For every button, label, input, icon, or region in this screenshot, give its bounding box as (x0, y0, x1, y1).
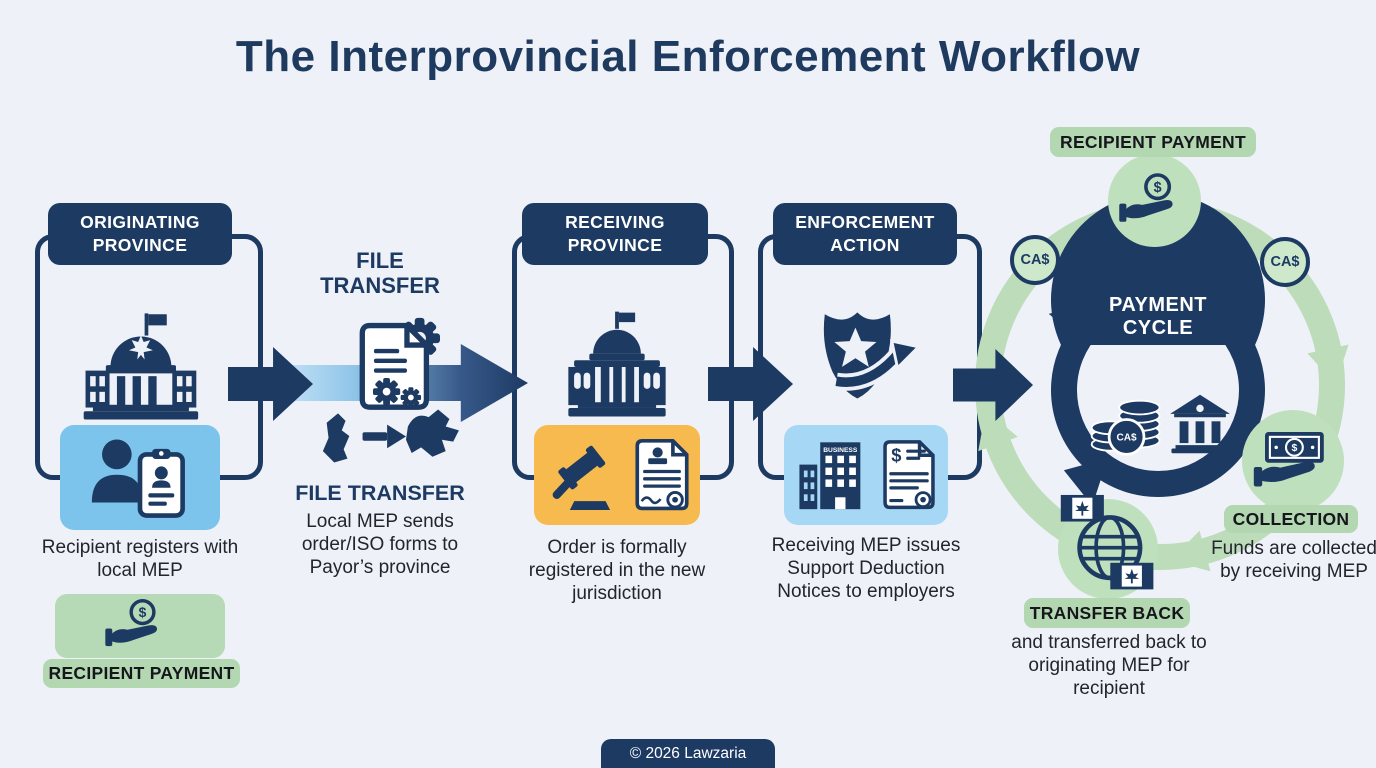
dollar-sign: $ (1153, 179, 1161, 195)
deduction-notice-icon: $ (883, 440, 935, 510)
collection-badge: COLLECTION (1224, 505, 1358, 533)
page-title: The Interprovincial Enforcement Workflow (235, 32, 1141, 81)
employer-notice-tile: BUSINESS $ (784, 425, 948, 525)
originating-province-header: ORIGINATING PROVINCE (48, 203, 232, 265)
coins-icon: CA$ (1090, 399, 1161, 456)
dollar-sign: $ (1291, 442, 1297, 454)
order-registration-tile (534, 425, 700, 525)
currency-coin-label: CA$ (1116, 433, 1137, 444)
enforcement-caption: Receiving MEP issues Support Deduction N… (771, 535, 961, 603)
receiving-caption: Order is formally registered in the new … (528, 537, 706, 605)
cycle-navy-chord (1051, 192, 1265, 345)
business-building-icon: BUSINESS (799, 442, 861, 510)
payment-cycle-label: PAYMENT CYCLE (1109, 294, 1207, 339)
dollar-sign: $ (891, 445, 901, 466)
globe-flags-icon (1060, 494, 1154, 590)
footer-credit: © 2026 Lawzaria (601, 739, 775, 768)
originating-province-header-label: ORIGINATING PROVINCE (80, 212, 200, 255)
cycle-collection-node: $ (1242, 410, 1344, 512)
parliament-building-icon (83, 313, 199, 420)
currency-badge-left: CA$ (1010, 235, 1060, 285)
stamped-document-icon (635, 439, 689, 511)
gavel-icon (552, 445, 611, 511)
enforcement-action-header-label: ENFORCEMENT ACTION (795, 212, 935, 255)
originating-caption: Recipient registers with local MEP (41, 537, 239, 582)
file-transfer-caption: Local MEP sends order/ISO forms to Payor… (301, 511, 459, 579)
person-clipboard-icon (91, 439, 185, 518)
transfer-back-badge: TRANSFER BACK (1024, 598, 1190, 628)
cycle-recipient-payment-node: $ (1108, 154, 1201, 247)
currency-badge-right: CA$ (1260, 237, 1310, 287)
capitol-building-icon (568, 311, 666, 417)
maple-leaf-glyph (128, 335, 153, 360)
recipient-payment-badge-left: RECIPIENT PAYMENT (43, 659, 240, 688)
enforcement-action-header: ENFORCEMENT ACTION (773, 203, 957, 265)
receiving-province-header-label: RECEIVING PROVINCE (565, 212, 665, 255)
cycle-navy-arrowheads (1048, 300, 1108, 506)
province-maps-icon (322, 409, 459, 463)
canada-flag (1060, 494, 1104, 522)
file-transfer-heading: FILE TRANSFER (295, 481, 465, 505)
enforcement-shield-icon (823, 312, 922, 399)
hand-dollar-icon: $ (1118, 172, 1173, 222)
banknote-hand-icon: $ (1253, 431, 1324, 487)
bank-icon (1170, 394, 1230, 454)
recipient-registration-tile (60, 425, 220, 530)
cycle-recipient-payment-badge: RECIPIENT PAYMENT (1050, 127, 1256, 157)
transfer-back-caption: and transferred back to originating MEP … (1011, 632, 1207, 700)
recipient-payment-tile: $ (55, 594, 225, 658)
receiving-province-header: RECEIVING PROVINCE (522, 203, 708, 265)
dollar-sign: $ (139, 604, 147, 620)
hand-dollar-icon: $ (105, 599, 158, 647)
business-sign-label: BUSINESS (823, 447, 858, 454)
collection-caption: Funds are collected by receiving MEP (1211, 538, 1376, 583)
file-transfer-title: FILE TRANSFER (320, 248, 440, 299)
document-gears-icon (359, 317, 440, 410)
canada-flag (1110, 562, 1154, 590)
